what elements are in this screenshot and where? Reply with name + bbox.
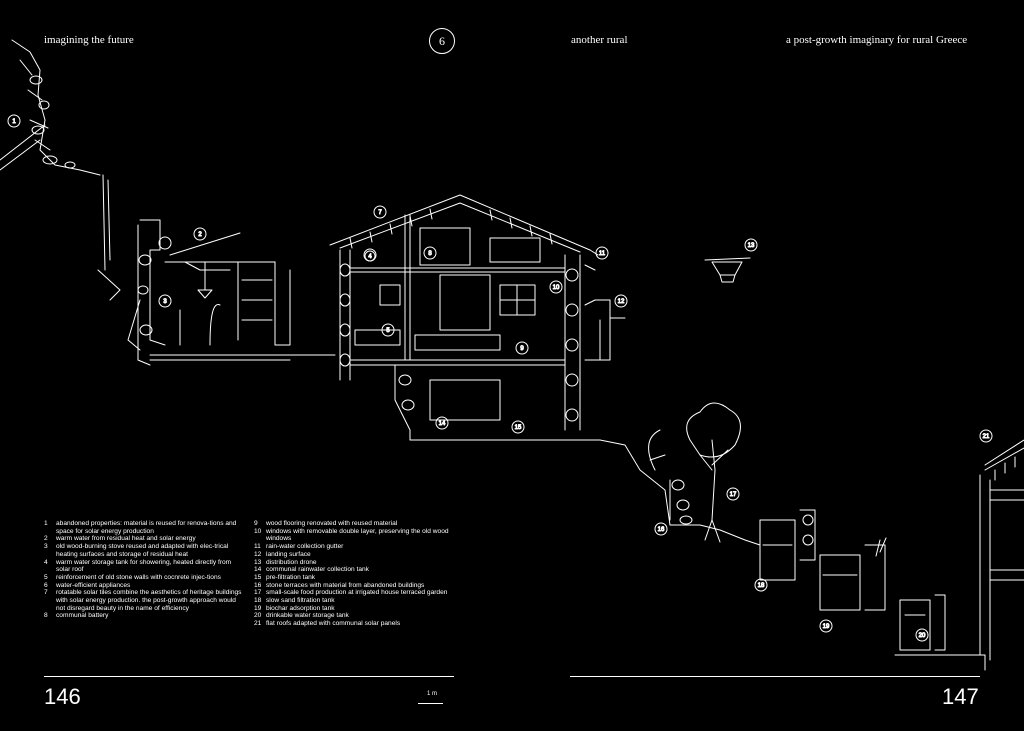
svg-text:11: 11: [599, 251, 606, 257]
svg-text:21: 21: [983, 434, 990, 440]
svg-text:10: 10: [553, 285, 560, 291]
svg-text:9: 9: [520, 346, 524, 352]
callout-20: 20: [915, 628, 929, 642]
svg-text:18: 18: [758, 583, 765, 589]
main-house-sketch: [329, 194, 626, 441]
svg-text:16: 16: [658, 527, 665, 533]
running-header-section: another rural: [571, 34, 628, 46]
callout-16: 16: [654, 522, 668, 536]
svg-text:7: 7: [378, 210, 382, 216]
callout-13: 13: [744, 238, 758, 252]
ruin-sketch: [0, 39, 121, 301]
running-header-left: imagining the future: [44, 34, 134, 46]
svg-text:3: 3: [163, 299, 167, 305]
svg-text:2: 2: [198, 232, 202, 238]
callout-1: 1: [7, 114, 21, 128]
svg-text:15: 15: [515, 425, 522, 431]
svg-text:17: 17: [730, 492, 737, 498]
svg-text:5: 5: [386, 328, 390, 334]
right-building-sketch: [979, 439, 1024, 661]
callout-9: 9: [515, 341, 529, 355]
callout-15: 15: [511, 420, 525, 434]
callout-markers: 1 2 3 4 5 6 7 8 9 10 11 12 13 14 15 16 1…: [0, 0, 993, 642]
callout-17: 17: [726, 487, 740, 501]
callout-2: 2: [193, 227, 207, 241]
callout-11: 11: [595, 246, 609, 260]
svg-text:13: 13: [748, 243, 755, 249]
svg-text:12: 12: [618, 299, 625, 305]
callout-8: 8: [423, 246, 437, 260]
running-header-book-title: a post-growth imaginary for rural Greece: [786, 34, 968, 46]
callout-18: 18: [754, 578, 768, 592]
page-number-right: 147: [942, 684, 979, 709]
drone-sketch: [704, 257, 751, 283]
chapter-number-badge: 6: [429, 28, 455, 54]
callout-10: 10: [549, 280, 563, 294]
scale-label: 1 m: [427, 691, 438, 697]
callout-3: 3: [158, 294, 172, 308]
shed-sketch: [127, 219, 336, 366]
callout-5: 5: [381, 323, 395, 337]
callout-14: 14: [435, 416, 449, 430]
callout-21: 21: [979, 429, 993, 443]
scale-bar: [418, 703, 443, 704]
svg-text:1: 1: [12, 119, 16, 125]
terrace-sketch: [599, 402, 986, 671]
callout-6: 6: [0, 0, 2, 2]
svg-text:20: 20: [919, 633, 926, 639]
svg-text:8: 8: [428, 251, 432, 257]
svg-text:14: 14: [439, 421, 446, 427]
footer-rule-right: [570, 676, 980, 677]
footer-rule-left: [44, 676, 454, 677]
page-number-left: 146: [44, 684, 81, 709]
callout-12: 12: [614, 294, 628, 308]
callout-4: 4: [364, 250, 376, 262]
callout-7: 7: [373, 205, 387, 219]
svg-text:19: 19: [823, 624, 830, 630]
callout-19: 19: [819, 619, 833, 633]
svg-text:4: 4: [368, 254, 372, 260]
